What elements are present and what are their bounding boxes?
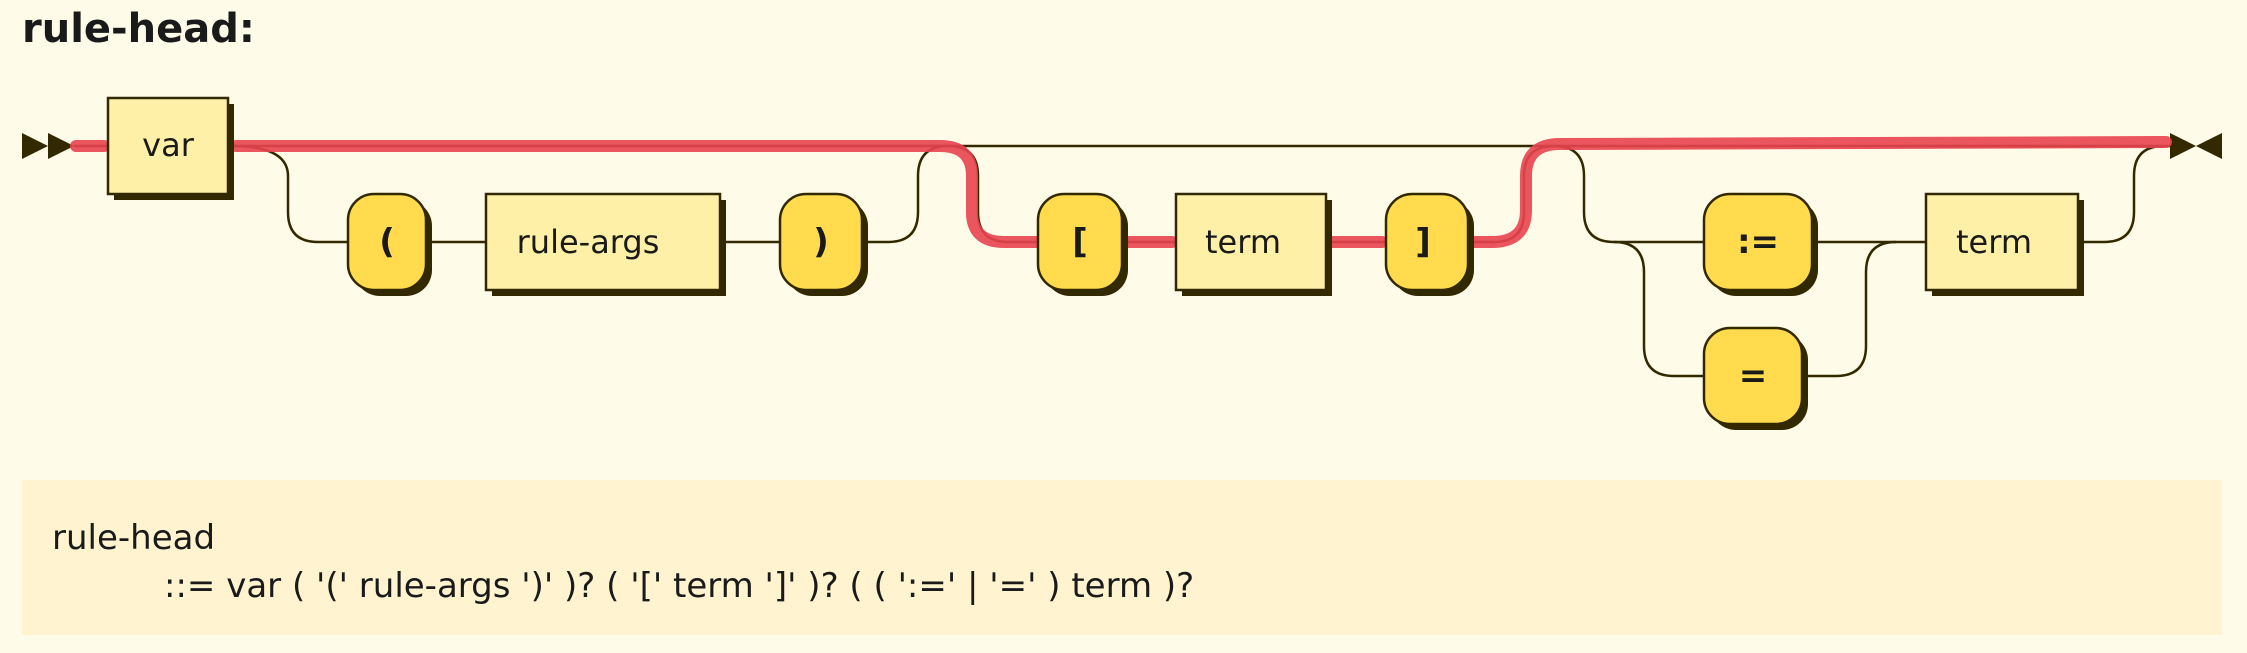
node-lbracket[interactable]: [ [1036,192,1128,296]
node-rule-args-label: rule-args [517,223,660,261]
node-rule-args[interactable]: rule-args [484,192,726,296]
node-term-2[interactable]: term [1924,192,2084,296]
node-term-2-label: term [1956,223,2032,261]
ebnf-rule-name: rule-head [52,518,216,558]
node-lparen[interactable]: ( [346,192,432,296]
ebnf-rule-body: ::= var ( '(' rule-args ')' )? ( '[' ter… [164,566,1195,606]
node-lbracket-label: [ [1072,222,1088,262]
node-var[interactable]: var [106,96,234,200]
end-marker [2170,133,2222,159]
node-assign[interactable]: := [1702,192,1818,296]
ebnf-definition: rule-head ::= var ( '(' rule-args ')' )?… [22,480,2222,635]
node-assign-label: := [1737,222,1779,262]
highlight-path [70,136,2172,248]
node-rparen-label: ) [813,222,829,262]
node-equals[interactable]: = [1702,326,1808,430]
node-equals-label: = [1739,356,1768,396]
node-rbracket-label: ] [1415,222,1431,262]
diagram-title: rule-head: [22,6,255,52]
node-rparen[interactable]: ) [778,192,868,296]
start-marker [22,133,74,159]
node-term-1[interactable]: term [1174,192,1332,296]
railroad-diagram: var ( rule-args ) [ term ] := [22,96,2222,430]
node-var-label: var [142,126,195,164]
node-term-1-label: term [1205,223,1281,261]
node-lparen-label: ( [379,222,395,262]
node-rbracket[interactable]: ] [1384,192,1474,296]
